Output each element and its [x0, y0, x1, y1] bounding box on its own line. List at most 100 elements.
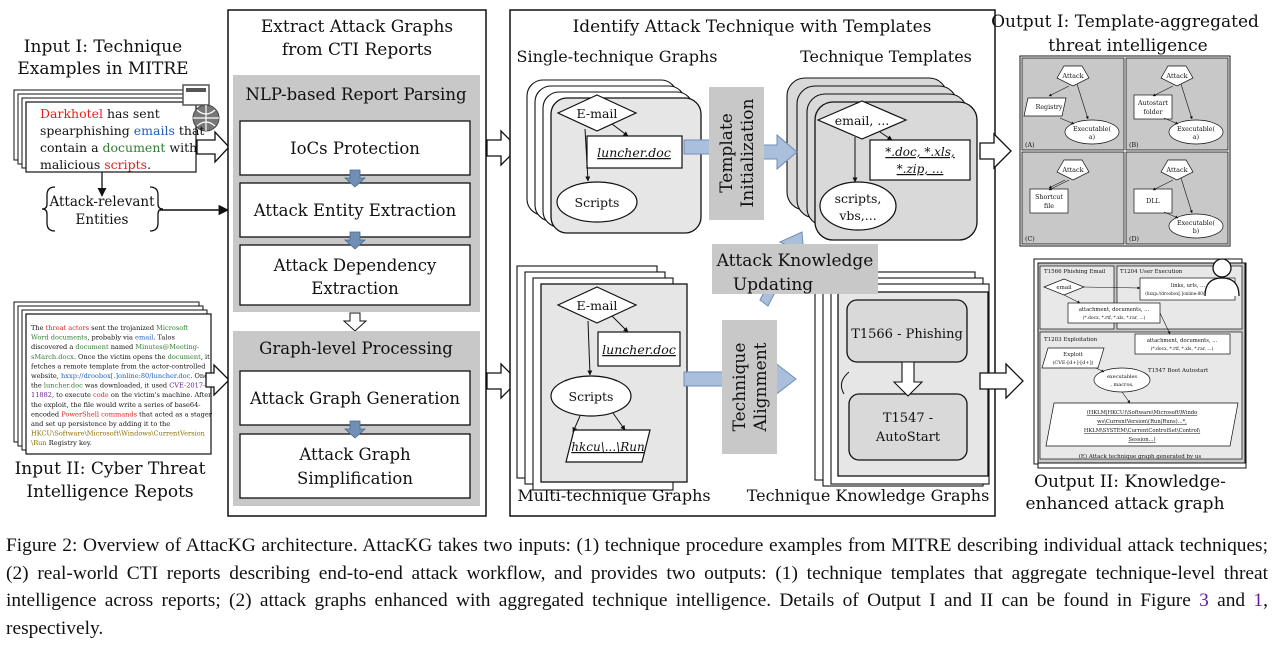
text-run: luncher.doc: [44, 382, 83, 390]
template-scripts-node-line1: scripts,: [835, 191, 882, 206]
text-run: , probably via: [87, 334, 135, 342]
input-1-section: Input I: Technique Examples in MITRE Dar…: [13, 37, 230, 232]
text-run: and set up persistence by adding it to t…: [31, 420, 170, 428]
template-scripts-node-line2: vbs,...: [838, 208, 876, 223]
o2-registry-line4: Session...): [1128, 436, 1155, 443]
multi-doc-node: luncher.doc: [602, 342, 676, 357]
text-run: document: [103, 140, 166, 155]
output-1-template-panels: AttackRegistryExecutable(a)(A)AttackAuto…: [1021, 57, 1229, 245]
text-run: website,: [31, 372, 61, 380]
text-run: malicious: [40, 157, 104, 172]
identify-to-output-2-arrow: [979, 362, 1024, 400]
text-run: that: [175, 123, 205, 138]
input-1-flow-arrow: [196, 130, 230, 164]
cti-report-text: The threat actors sent the trojanized Mi…: [31, 324, 213, 447]
o2-footer: (E) Attack technique graph generated by …: [1079, 453, 1202, 460]
knowledge-update-box: [712, 244, 878, 294]
multi-email-node: E-mail: [577, 298, 618, 313]
text-run: hxxp://droobox[.]online:80/luncher.doc: [61, 372, 191, 380]
dependency-extraction-label-line2: Extraction: [311, 279, 399, 298]
template-attack-node: Attack: [1061, 166, 1083, 174]
kg-autostart-node-line2: AutoStart: [875, 430, 941, 445]
template-exec-node: b): [1193, 228, 1200, 235]
text-run: named: [109, 343, 136, 351]
template-init-label-line1: Template: [717, 113, 737, 193]
template-email-node: email, ...: [835, 113, 890, 128]
text-run: contain a: [40, 140, 103, 155]
text-run: the exploit, the file would write a seri…: [31, 401, 201, 409]
graph-simplification-box: [239, 433, 471, 499]
output-2-attack-graph: T1566 Phishing Email T1204 User Executio…: [1037, 262, 1246, 464]
technique-knowledge-graph: T1566 - Phishing T1547 - AutoStart: [814, 271, 990, 487]
single-graphs-title: Single-technique Graphs: [516, 47, 717, 66]
caption-ref-figure-3[interactable]: 3: [1199, 590, 1209, 611]
text-run: with: [165, 140, 197, 155]
template-panel-id: (A): [1025, 142, 1034, 149]
caption-ref-figure-1[interactable]: 1: [1253, 590, 1264, 611]
multi-scripts-node: Scripts: [569, 389, 614, 404]
mitre-logo-icon: [182, 84, 220, 132]
o2-exec-line1: executables: [1107, 374, 1138, 380]
output-1-title-line2: threat intelligence: [1048, 36, 1207, 56]
input-2-flow-arrow: [205, 363, 230, 397]
template-exec-node: Executable(: [1177, 126, 1215, 133]
text-run: Word documents: [31, 334, 88, 342]
template-mid-node: file: [1044, 203, 1054, 210]
template-mid-node: Registry: [1036, 104, 1063, 111]
caption-end: , respectively.: [6, 590, 1268, 639]
text-run: . Once the victim opens the: [74, 353, 168, 361]
entity-extraction-label: Attack Entity Extraction: [253, 201, 457, 220]
graph-generation-box: [239, 370, 471, 426]
entities-label-line1: Attack-relevant: [48, 194, 155, 210]
text-run: PowerShell commands: [61, 410, 137, 418]
section-exploit-label: T1203 Exploitation: [1044, 337, 1098, 343]
text-run: Darkhotel: [40, 106, 103, 121]
text-run: that acted as a stager: [137, 410, 213, 418]
identify-to-output-1-arrow: [979, 132, 1012, 170]
entities-label-line2: Entities: [76, 212, 129, 228]
knowledge-update-label-line1: Attack Knowledge: [716, 251, 874, 271]
single-scripts-node: Scripts: [575, 195, 620, 210]
section-phishing-label: T1566 Phishing Email: [1044, 269, 1106, 275]
template-ext-node-line1: *.doc, *.xls,: [885, 145, 954, 159]
o2-links-node-line2: (hxxp://droobox[.]online:80/luncher.doc): [1145, 291, 1231, 296]
identify-title: Identify Attack Technique with Templates: [573, 17, 932, 37]
input-1-document-stack: [13, 89, 197, 173]
output-1-section: Output I: Template-aggregated threat int…: [991, 12, 1259, 247]
text-run: The: [31, 324, 46, 332]
text-run: CVE-2017-: [169, 382, 205, 390]
extract-panel: Extract Attack Graphs from CTI Reports N…: [227, 9, 487, 517]
ioc-protection-label: IoCs Protection: [290, 139, 420, 158]
template-mid-node: DLL: [1146, 198, 1160, 205]
template-mid-node: folder: [1144, 109, 1164, 116]
template-init-label-line2: Initialization: [738, 98, 758, 207]
ioc-protection-box: [239, 120, 471, 176]
output-2-section: T1566 Phishing Email T1204 User Executio…: [1025, 258, 1247, 514]
text-run: has sent: [103, 106, 160, 121]
text-run: , to execute: [52, 391, 93, 399]
o2-exploit-line2: (CVE-[d+]-[d+]): [1052, 359, 1093, 366]
input-2-title-line2: Intelligence Repots: [26, 482, 193, 502]
text-run: document: [168, 353, 202, 361]
template-ext-node-line2: *.zip, ...: [897, 162, 944, 176]
o2-registry-line1: (HKLM|HKCU)\Software\Microsoft\Windo: [1087, 409, 1198, 416]
text-run: document: [75, 343, 109, 351]
input-1-title-line1: Input I: Technique: [24, 37, 182, 57]
o2-links-node-line1: links, urls, ...: [1171, 283, 1206, 289]
knowledge-update-label-line2: Updating: [733, 275, 813, 295]
entity-extraction-box: [239, 182, 471, 238]
output-2-title-line2: enhanced attack graph: [1025, 494, 1224, 514]
input-2-document-stack: [13, 301, 212, 455]
text-run: Registry key.: [47, 439, 92, 447]
kg-phishing-node: T1566 - Phishing: [851, 327, 963, 342]
section-autostart-label: T1547 Boot Autostart: [1148, 368, 1209, 374]
o2-attach1-line1: attachment, documents, ...: [1079, 307, 1150, 313]
o2-registry-line2: ws\CurrentVersion\(Run|Runs)...*,: [1097, 418, 1187, 425]
text-run: . Talos: [153, 334, 175, 342]
text-run: encoded: [31, 410, 61, 418]
